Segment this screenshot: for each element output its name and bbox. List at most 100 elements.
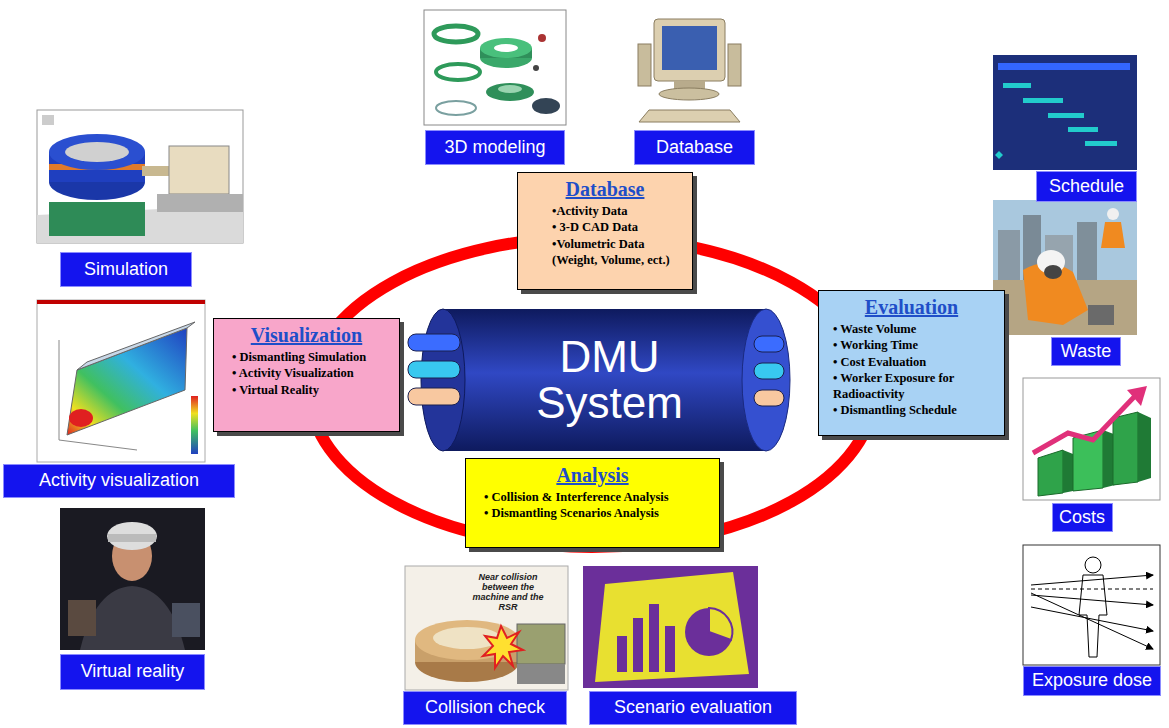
scenario-chart-image-part bbox=[709, 608, 732, 640]
gantt-image-part bbox=[1068, 127, 1098, 132]
exposure-dose-image bbox=[1023, 545, 1160, 665]
tag-box: Scenario evaluation bbox=[589, 691, 797, 725]
computer-image-part bbox=[638, 44, 651, 86]
waste-workers-image bbox=[993, 200, 1137, 335]
exposure-dose-image-part bbox=[1031, 575, 1153, 585]
panel-item: •Activity Data bbox=[526, 203, 684, 219]
activity-plot-image-part bbox=[69, 409, 93, 427]
tag-label: Activity visualization bbox=[39, 471, 199, 491]
exploded-parts-image-part bbox=[494, 44, 518, 52]
gantt-image-part bbox=[1023, 98, 1063, 103]
scenario-chart-image-part bbox=[617, 636, 627, 672]
simulation-image-part bbox=[42, 115, 54, 125]
exposure-dose-image-part bbox=[1031, 607, 1153, 631]
activity-plot-image-part bbox=[67, 328, 187, 435]
simulation-image-part bbox=[49, 202, 145, 236]
scenario-chart-image-part bbox=[665, 626, 675, 672]
simulation-image-part bbox=[37, 110, 243, 243]
panel-item: • Collision & Interference Analysis bbox=[474, 489, 711, 505]
panel-box: Evaluation• Waste Volume• Working Time• … bbox=[818, 290, 1005, 436]
exposure-dose-image-part bbox=[1085, 557, 1101, 573]
gantt-image-part bbox=[1085, 141, 1117, 146]
exploded-parts-image-part bbox=[532, 98, 560, 114]
exposure-dose-image-part bbox=[1023, 545, 1160, 665]
waste-workers-image-part bbox=[1077, 222, 1097, 280]
tag-box: 3D modeling bbox=[425, 130, 565, 165]
panel-item: • Worker Exposure for Radioactivity bbox=[827, 370, 996, 403]
panel-item: • Waste Volume bbox=[827, 321, 996, 337]
tag-label: 3D modeling bbox=[444, 138, 545, 158]
tag-box: Database bbox=[634, 130, 755, 165]
cylinder-part bbox=[742, 309, 790, 451]
exposure-dose-image-part bbox=[1031, 593, 1153, 649]
panel-box: Visualization • Dismantling Simulation• A… bbox=[213, 318, 400, 432]
costs-image-part bbox=[1113, 412, 1138, 485]
tag-box: Costs bbox=[1052, 503, 1113, 532]
activity-plot-image-part bbox=[37, 300, 205, 304]
tag-box: Exposure dose bbox=[1023, 666, 1161, 696]
tag-box: Collision check bbox=[403, 691, 567, 725]
scenario-chart-image-part bbox=[583, 566, 758, 688]
gantt-image-part bbox=[993, 55, 1137, 170]
panel-heading: Analysis bbox=[474, 463, 711, 487]
computer-image-part bbox=[654, 19, 725, 81]
activity-plot-image-part bbox=[59, 340, 60, 440]
exposure-dose-image-part bbox=[1079, 575, 1107, 657]
activity-plot-image-part bbox=[77, 322, 195, 370]
activity-plot-image-part bbox=[59, 440, 137, 450]
panel-item: • Working Time bbox=[827, 337, 996, 353]
panel-item: • Cost Evaluation bbox=[827, 354, 996, 370]
tag-label: Simulation bbox=[84, 260, 168, 280]
activity-plot-image bbox=[37, 300, 205, 462]
exploded-parts-image-part bbox=[538, 34, 546, 42]
tag-label: Database bbox=[656, 138, 733, 158]
exploded-parts-image-part bbox=[434, 26, 478, 42]
gantt-image-part bbox=[998, 63, 1130, 70]
costs-image-part bbox=[1127, 386, 1147, 406]
tag-box: Activity visualization bbox=[3, 464, 235, 498]
panel-item: •Volumetric Data (Weight, Volume, ect.) bbox=[526, 236, 684, 269]
tag-label: Waste bbox=[1061, 342, 1111, 362]
exploded-parts-image-part bbox=[436, 101, 476, 115]
simulation-image bbox=[37, 110, 243, 243]
activity-plot-image-part bbox=[37, 300, 205, 462]
simulation-image-part bbox=[142, 166, 172, 176]
gantt-image-part bbox=[995, 151, 1003, 159]
cylinder-part bbox=[408, 361, 460, 378]
waste-workers-image-part bbox=[1107, 208, 1119, 220]
tag-label: Collision check bbox=[425, 698, 545, 718]
waste-workers-image-part bbox=[1101, 222, 1125, 248]
exposure-dose-image-part bbox=[1031, 589, 1153, 590]
waste-workers-image-part bbox=[1088, 305, 1114, 325]
virtual-reality-photo-part bbox=[60, 508, 205, 650]
computer-image-part bbox=[662, 26, 717, 70]
simulation-image-part bbox=[49, 134, 145, 170]
panel-item: • Activity Visualization bbox=[222, 365, 391, 381]
cylinder-part bbox=[754, 336, 784, 352]
scenario-chart-image-part bbox=[595, 572, 749, 682]
virtual-reality-photo-part bbox=[108, 534, 156, 542]
simulation-image-part bbox=[169, 146, 229, 194]
image-note: Near collision between the machine and t… bbox=[466, 573, 550, 613]
cylinder-part bbox=[443, 309, 766, 451]
costs-image-part bbox=[1038, 450, 1063, 496]
tag-label: Schedule bbox=[1049, 177, 1124, 197]
computer-image-part bbox=[728, 44, 741, 86]
waste-workers-image-part bbox=[998, 230, 1020, 280]
computer-image-part bbox=[659, 88, 719, 100]
collision-image-part bbox=[517, 664, 565, 684]
exploded-parts-image-part bbox=[480, 38, 532, 58]
exploded-parts-image-part bbox=[498, 85, 522, 93]
cylinder-part bbox=[408, 334, 460, 351]
cylinder-part bbox=[421, 309, 465, 451]
tag-box: Schedule bbox=[1036, 171, 1137, 202]
cylinder-part bbox=[754, 363, 784, 379]
panel-heading: Visualization bbox=[222, 323, 391, 347]
waste-workers-image-part bbox=[1023, 263, 1088, 325]
panel-item: • Dismantling Simulation bbox=[222, 349, 391, 365]
exploded-parts-image-part bbox=[486, 83, 534, 101]
panel-item: • Virtual Reality bbox=[222, 382, 391, 398]
scenario-chart-image-part bbox=[633, 618, 643, 672]
cylinder-part bbox=[754, 390, 784, 406]
panel-item: • 3-D CAD Data bbox=[526, 219, 684, 235]
